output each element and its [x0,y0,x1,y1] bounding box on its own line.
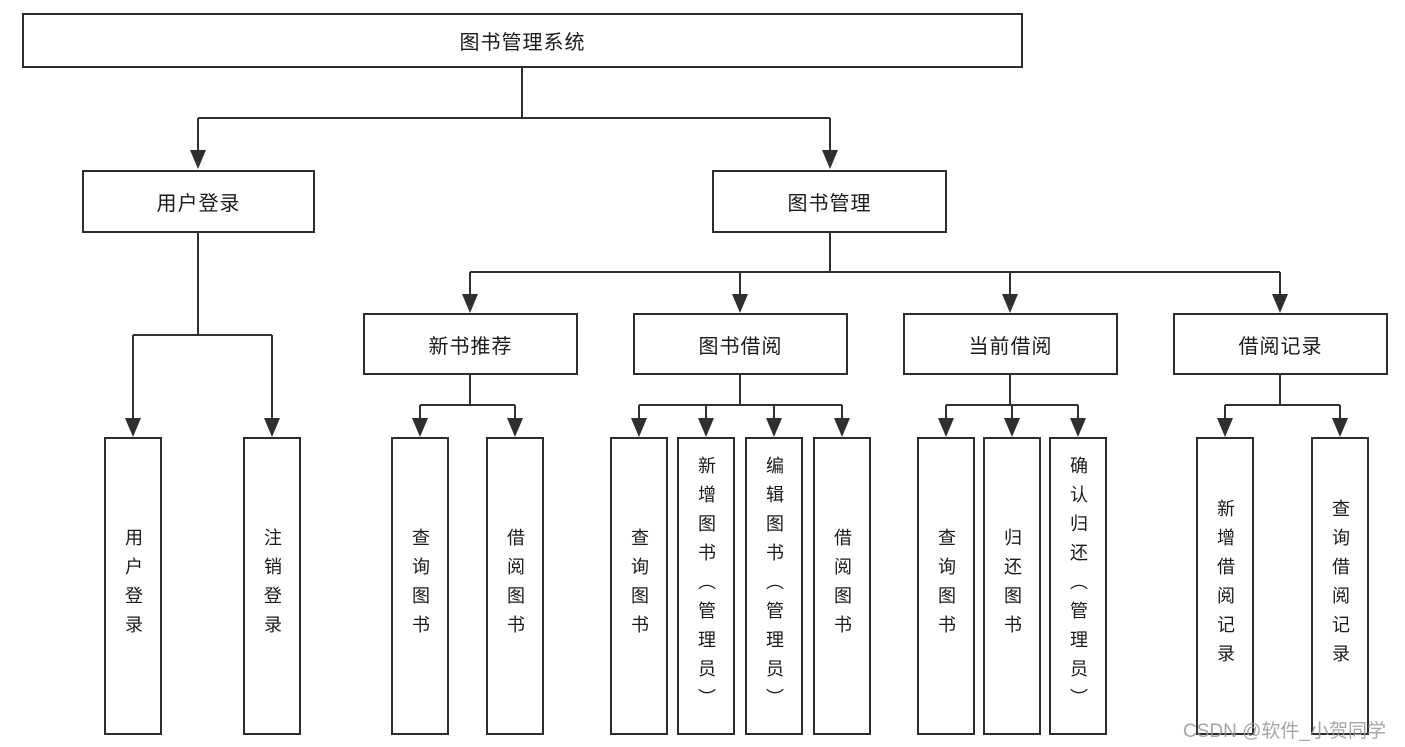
connector-book-management-children [462,233,1288,313]
arrowhead [1217,418,1233,437]
arrowhead [264,418,280,437]
connector-root-to-level2 [190,68,838,169]
arrowhead [125,418,141,437]
leaf-query-books-borrow: 查询图书 [610,437,668,735]
connector-line [638,375,843,420]
node-book-management: 图书管理 [712,170,947,233]
arrowhead [1070,418,1086,437]
arrowhead [412,418,428,437]
leaf-borrow-books-2: 借阅图书 [813,437,871,735]
connector-user-login-children [125,233,280,437]
connector-current-borrow-children [938,375,1086,437]
arrowhead [938,418,954,437]
connector-line [132,233,273,420]
leaf-user-login: 用户登录 [104,437,162,735]
leaf-logout: 注销登录 [243,437,301,735]
connector-line [945,375,1079,420]
leaf-confirm-return-admin: 确认归还（管理员） [1049,437,1107,735]
connector-line [469,233,1281,296]
node-current-borrow: 当前借阅 [903,313,1118,375]
connector-line [197,68,831,152]
node-new-book-recommend: 新书推荐 [363,313,578,375]
connector-line [419,375,516,420]
arrowhead [1004,418,1020,437]
connector-book-borrow-children [631,375,850,437]
leaf-return-book: 归还图书 [983,437,1041,735]
arrowhead [1002,294,1018,313]
arrowhead [822,150,838,169]
leaf-query-borrow-record: 查询借阅记录 [1311,437,1369,735]
leaf-query-books-recommend: 查询图书 [391,437,449,735]
arrowhead [766,418,782,437]
leaf-borrow-books-recommend: 借阅图书 [486,437,544,735]
leaf-query-books-current: 查询图书 [917,437,975,735]
arrowhead [631,418,647,437]
node-user-login: 用户登录 [82,170,315,233]
watermark: CSDN @软件_小贺同学 [1183,721,1386,742]
arrowhead [462,294,478,313]
leaf-edit-book-admin: 编辑图书（管理员） [745,437,803,735]
arrowhead [834,418,850,437]
arrowhead [507,418,523,437]
arrowhead [732,294,748,313]
connector-borrow-records-children [1217,375,1348,437]
arrowhead [190,150,206,169]
connector-line [1224,375,1341,420]
connector-new-book-recommend-children [412,375,523,437]
node-library-system: 图书管理系统 [22,13,1023,68]
leaf-add-book-admin: 新增图书（管理员） [677,437,735,735]
arrowhead [1272,294,1288,313]
node-book-borrow: 图书借阅 [633,313,848,375]
leaf-add-borrow-record: 新增借阅记录 [1196,437,1254,735]
node-borrow-records: 借阅记录 [1173,313,1388,375]
arrowhead [698,418,714,437]
arrowhead [1332,418,1348,437]
